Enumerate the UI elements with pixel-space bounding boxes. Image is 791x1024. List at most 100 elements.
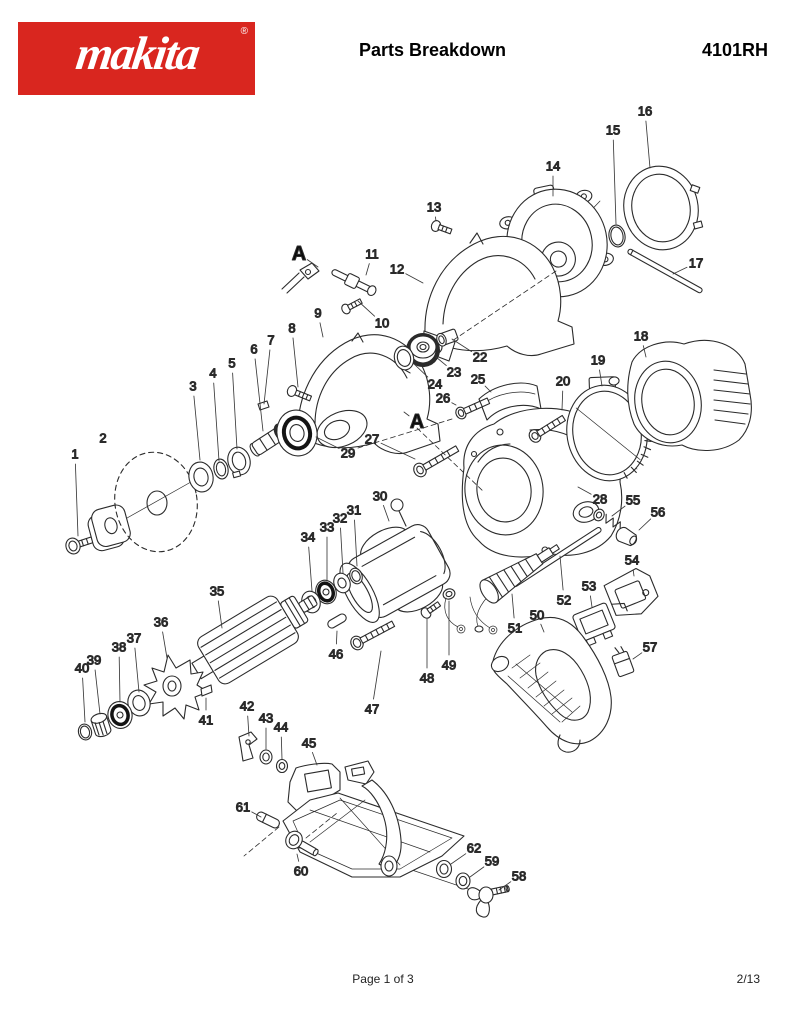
part-number-label: 50 (530, 608, 544, 623)
leader-line (469, 866, 485, 878)
part-shaft-11 (331, 269, 377, 297)
leader-line (254, 358, 264, 432)
part-retainer-5 (227, 446, 251, 479)
page-indicator: Page 1 of 3 (352, 972, 414, 986)
leader-line (561, 390, 564, 411)
part-number-label: 22 (473, 350, 487, 365)
part-bolt-47 (350, 620, 396, 651)
part-number-label: 54 (625, 553, 639, 568)
registered-trademark-symbol: ® (240, 26, 248, 37)
leader-line (642, 345, 647, 358)
leader-line (612, 139, 617, 225)
part-number-label: 8 (288, 321, 295, 336)
part-number-label: 4 (209, 366, 216, 381)
part-number-label: 40 (75, 661, 89, 676)
leader-line (405, 273, 424, 284)
leader-line (498, 881, 512, 891)
part-number-label: 26 (436, 391, 450, 406)
part-number-label: 38 (112, 640, 126, 655)
leader-line (315, 436, 340, 449)
part-number-label: 46 (329, 647, 343, 662)
sheet-number: 2/13 (736, 972, 760, 986)
leader-line (217, 600, 223, 629)
part-number-label: 60 (294, 864, 308, 879)
part-wing-bolt-58 (467, 885, 510, 918)
part-number-label: 16 (638, 104, 652, 119)
model-number: 4101RH (701, 40, 768, 60)
part-gear-23 (406, 333, 440, 367)
part-number-label: 44 (274, 720, 288, 735)
part-o-ring-31 (349, 567, 363, 585)
leader-line (340, 527, 344, 574)
part-number-label: 12 (390, 262, 404, 277)
leader-line (632, 652, 643, 660)
part-number-label: 32 (333, 511, 347, 526)
leader-line (540, 623, 545, 633)
part-field-stator-30 (339, 498, 451, 623)
part-washer-59 (455, 872, 471, 890)
part-clamp-ring-19 (566, 376, 652, 482)
part-screw-48 (420, 601, 442, 619)
leader-line (382, 504, 390, 522)
leader-line (280, 736, 283, 760)
part-number-label: 15 (606, 123, 620, 138)
part-inner-flange-3 (188, 461, 214, 493)
part-ring-24 (393, 345, 415, 374)
part-number-label: 1 (71, 447, 78, 462)
leader-line (74, 463, 79, 537)
part-nut-49 (442, 588, 456, 600)
part-base-plate-45 (282, 760, 465, 878)
leader-line (213, 382, 220, 462)
part-retaining-ring-16 (623, 165, 704, 251)
part-number-label: 14 (546, 159, 560, 174)
part-bolt-60 (285, 830, 319, 857)
part-number-label: 48 (420, 671, 434, 686)
leader-line (645, 120, 651, 169)
leader-line (451, 402, 457, 406)
part-sleeve-39 (90, 712, 112, 738)
leader-line (511, 593, 515, 619)
part-pin-46 (327, 613, 347, 629)
part-number-label: 18 (634, 329, 648, 344)
part-number-label: 52 (557, 593, 571, 608)
leader-line (577, 486, 592, 495)
leader-line (611, 505, 626, 517)
part-screw-26 (455, 397, 491, 420)
section-label: A (410, 411, 424, 433)
leader-line (559, 555, 564, 591)
part-number-label: 62 (467, 841, 481, 856)
part-washer-43 (259, 749, 273, 765)
part-number-label: 17 (689, 256, 703, 271)
part-cord-guard-51 (474, 544, 560, 633)
leader-line (434, 216, 437, 222)
part-number-label: 53 (582, 579, 596, 594)
part-outer-flange (87, 504, 131, 552)
part-ring-40 (77, 723, 93, 741)
part-number-label: 5 (228, 356, 235, 371)
part-plate-25 (478, 382, 542, 421)
part-bolt-27 (413, 445, 460, 478)
part-ball-bearing-33 (315, 579, 337, 605)
leader-line (413, 363, 429, 378)
part-lever-assembly-a (281, 262, 320, 294)
leader-line (118, 656, 121, 703)
part-number-label: 36 (154, 615, 168, 630)
part-number-label: 47 (365, 702, 379, 717)
leader-line (162, 631, 168, 659)
part-number-label: 30 (373, 489, 387, 504)
leader-line (354, 519, 358, 567)
part-number-label: 27 (365, 432, 379, 447)
part-switch-53 (572, 602, 616, 647)
leader-line (403, 411, 410, 417)
part-screw-13 (430, 220, 453, 235)
part-number-label: 42 (240, 699, 254, 714)
part-ball-bearing-38 (107, 701, 133, 729)
part-number-label: 43 (259, 711, 273, 726)
part-number-label: 37 (127, 631, 141, 646)
part-washer-62 (435, 859, 453, 879)
leader-line (94, 669, 101, 715)
leader-line (599, 369, 603, 387)
leader-line (232, 372, 238, 450)
